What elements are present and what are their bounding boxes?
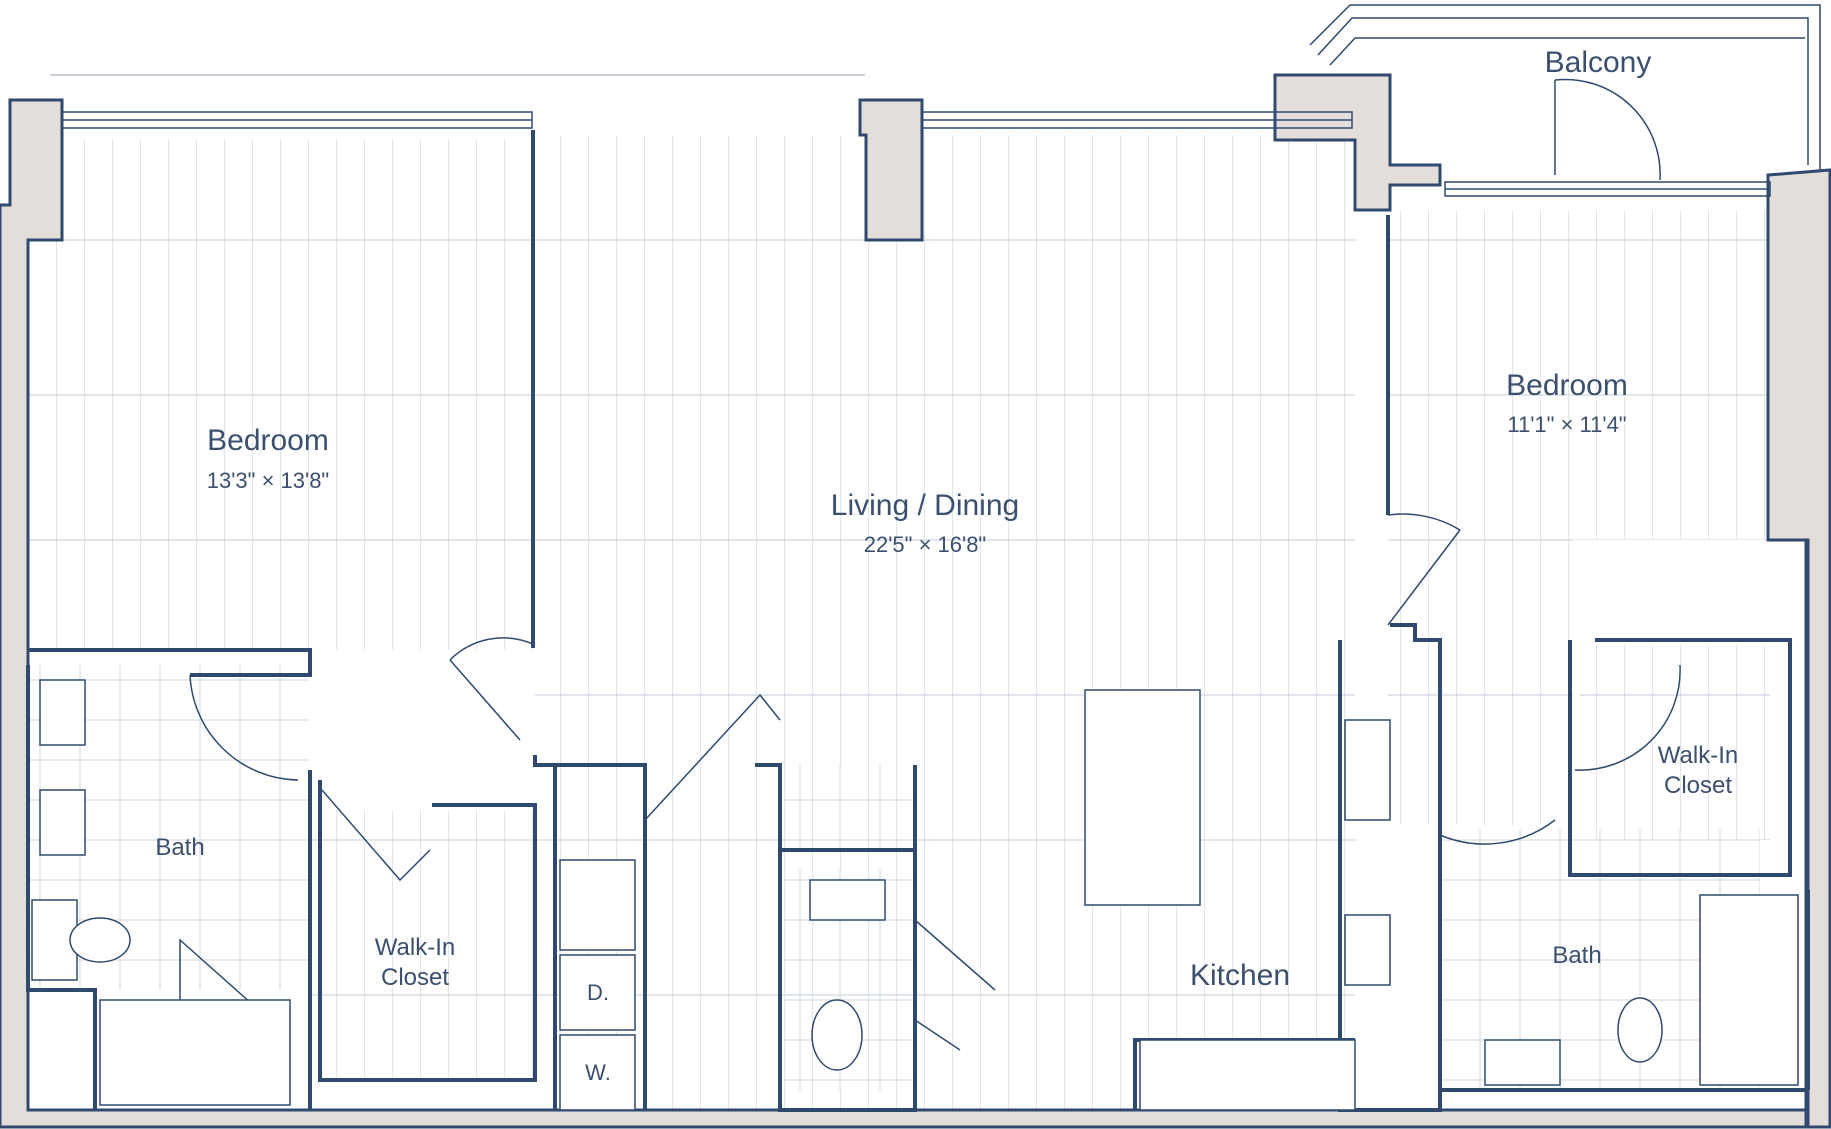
interior-walls [26, 130, 1810, 1112]
walkin-left-label-line1: Walk-In [375, 934, 455, 961]
bathtub-left [99, 999, 291, 1106]
toilet-bowl [69, 917, 131, 963]
walkin-left-label-line2: Closet [381, 964, 449, 991]
door-swings [179, 78, 1681, 1051]
dryer [559, 954, 636, 1031]
living-dining-label: Living / Dining [831, 489, 1019, 522]
bathtub-right [1699, 894, 1799, 1086]
bedroom-left-dims: 13'3" × 13'8" [207, 468, 330, 493]
balcony-label: Balcony [1545, 46, 1652, 79]
washer-label: W. [585, 1060, 611, 1085]
kitchen-label: Kitchen [1190, 959, 1290, 992]
bath-left-label: Bath [155, 834, 204, 861]
bath-right-sink [1484, 1039, 1561, 1086]
flooring [28, 135, 1770, 1115]
dryer-label: D. [587, 980, 609, 1005]
powder-toilet [811, 999, 863, 1071]
bedroom-right-dims: 11'1" × 11'4" [1507, 412, 1626, 437]
living-dining-dims: 22'5" × 16'8" [864, 532, 987, 557]
vanity-sink-1 [39, 679, 86, 746]
kitchen-counter [1139, 1039, 1356, 1111]
balcony-outline [1309, 4, 1821, 170]
fixtures [31, 679, 1799, 1111]
kitchen-island [1084, 689, 1201, 906]
walkin-right-label-line2: Closet [1664, 772, 1732, 799]
bedroom-left-label: Bedroom [207, 424, 329, 457]
bedroom-right-label: Bedroom [1506, 369, 1628, 402]
walkin-right-label-line1: Walk-In [1658, 742, 1738, 769]
exterior-walls [0, 73, 1831, 1129]
vanity-sink-2 [39, 789, 86, 856]
bath-right-label: Bath [1552, 942, 1601, 969]
kitchen-sink [1344, 914, 1391, 986]
bath-right-toilet [1617, 997, 1663, 1063]
laundry-sink [559, 859, 636, 951]
windows [50, 74, 1771, 197]
powder-sink [809, 879, 886, 921]
range-cooktop [1344, 719, 1391, 821]
washer [559, 1034, 636, 1111]
